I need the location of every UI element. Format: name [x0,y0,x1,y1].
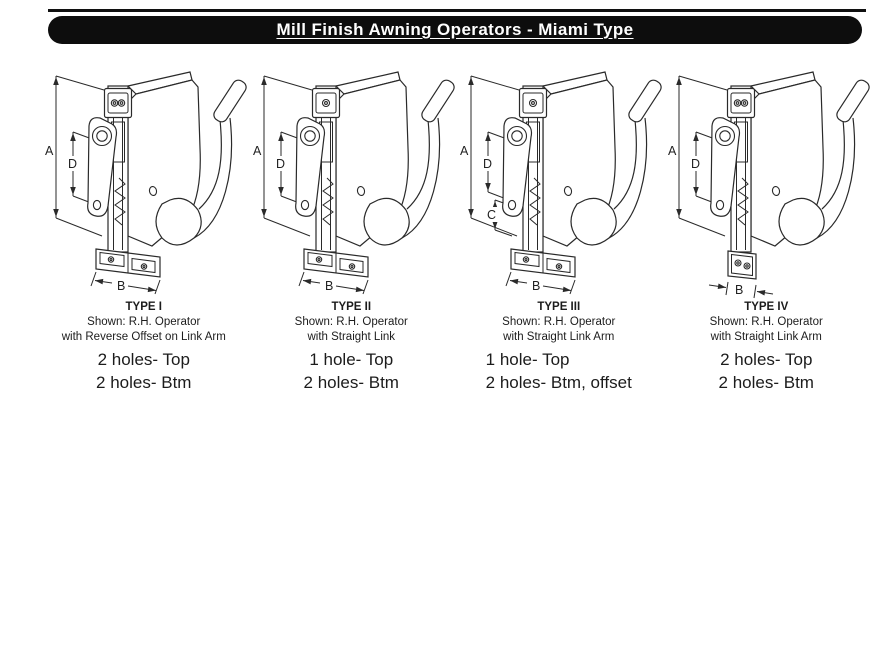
crank-grip [420,79,455,123]
page-title: Mill Finish Awning Operators - Miami Typ… [276,20,634,39]
dim-a-label: A [45,144,54,158]
shown-line: with Straight Link Arm [503,330,615,343]
type-i-caption: TYPE I Shown: R.H. Operator with Reverse… [40,300,248,394]
holes-bottom-line: 2 holes- Btm [303,373,399,392]
dim-b-label: B [325,279,333,293]
shown-line: Shown: R.H. Operator [294,316,408,328]
operator-figure: AD C B [460,71,662,295]
crank-grip [628,79,662,123]
dim-b: B [505,271,576,295]
shown-line: with Straight Link Arm [710,330,822,343]
holes-bottom-line: 2 holes- Btm [718,373,814,392]
type-title: TYPE I [125,301,162,313]
operator-figure: AD B [253,71,455,295]
bottom-mounting-foot [95,248,161,278]
dim-b: B [298,271,368,295]
crank-grip [835,79,870,123]
type-ii-caption: TYPE II Shown: R.H. Operator with Straig… [248,300,456,394]
dim-b: B [708,281,773,299]
spring [114,177,126,226]
holes-top-line: 1 hole- Top [309,350,394,369]
dim-d: D [272,131,302,205]
holes-info: 2 holes- Top 2 holes- Btm [663,348,871,394]
holes-bottom-line: 2 holes- Btm, offset [485,373,632,392]
dim-b-label: B [117,279,125,293]
dim-a-label: A [253,144,262,158]
top-mounting-plate [311,87,340,119]
dim-d-label: D [691,157,700,171]
dim-d: D [65,131,95,205]
bottom-mounting-foot [726,250,757,280]
crank-handle [570,79,662,246]
holes-info: 1 hole- Top 2 holes- Btm, offset [486,348,632,394]
dim-a: A [253,75,312,237]
link-arm [709,117,740,217]
bottom-mounting-foot [510,248,576,278]
type-iii-caption: TYPE III Shown: R.H. Operator with Strai… [455,300,663,394]
crank-handle [155,79,247,246]
header-bar: Mill Finish Awning Operators - Miami Typ… [48,16,862,44]
dim-a: A [460,75,520,237]
face-plate [518,85,548,253]
spring [736,177,749,226]
dim-b-label: B [532,279,540,293]
crank-handle [777,79,870,246]
type-title: TYPE III [537,301,581,313]
dim-a: A [45,75,105,237]
dim-d-label: D [483,157,492,171]
dim-a: A [668,75,727,237]
holes-top-line: 2 holes- Top [720,350,813,369]
crank-grip [213,79,247,123]
dim-d-label: D [68,157,77,171]
type-title: TYPE II [331,301,372,313]
shown-line: with Straight Link [307,330,396,343]
spring [321,177,334,226]
shown-line: with Reverse Offset on Link Arm [61,330,226,343]
top-mounting-plate [518,87,548,119]
crank-handle [362,79,455,246]
shown-line: Shown: R.H. Operator [87,316,201,328]
dim-d-label: D [276,157,285,171]
dim-c: C [484,199,513,237]
spring [529,177,541,226]
link-arm [502,117,533,217]
shown-line: Shown: R.H. Operator [502,316,616,328]
link-arm [87,117,118,217]
operator-figure: AD B [45,71,247,295]
type-iv-caption: TYPE IV Shown: R.H. Operator with Straig… [663,300,871,394]
dim-c-label: C [487,208,496,222]
shown-line: Shown: R.H. Operator [709,316,823,328]
type-title: TYPE IV [744,301,789,313]
dim-a-label: A [460,144,469,158]
dim-b-label: B [735,283,743,297]
holes-info: 2 holes- Top 2 holes- Btm [40,348,248,394]
holes-top-line: 1 hole- Top [485,350,570,369]
dim-b: B [90,271,161,295]
link-arm [294,117,325,217]
bottom-mounting-foot [302,248,369,278]
holes-bottom-line: 2 holes- Btm [96,373,192,392]
dim-a-label: A [668,144,677,158]
holes-top-line: 2 holes- Top [97,350,190,369]
top-rule [48,9,866,12]
holes-info: 1 hole- Top 2 holes- Btm [248,348,456,394]
operator-figure: AD B [668,71,870,299]
